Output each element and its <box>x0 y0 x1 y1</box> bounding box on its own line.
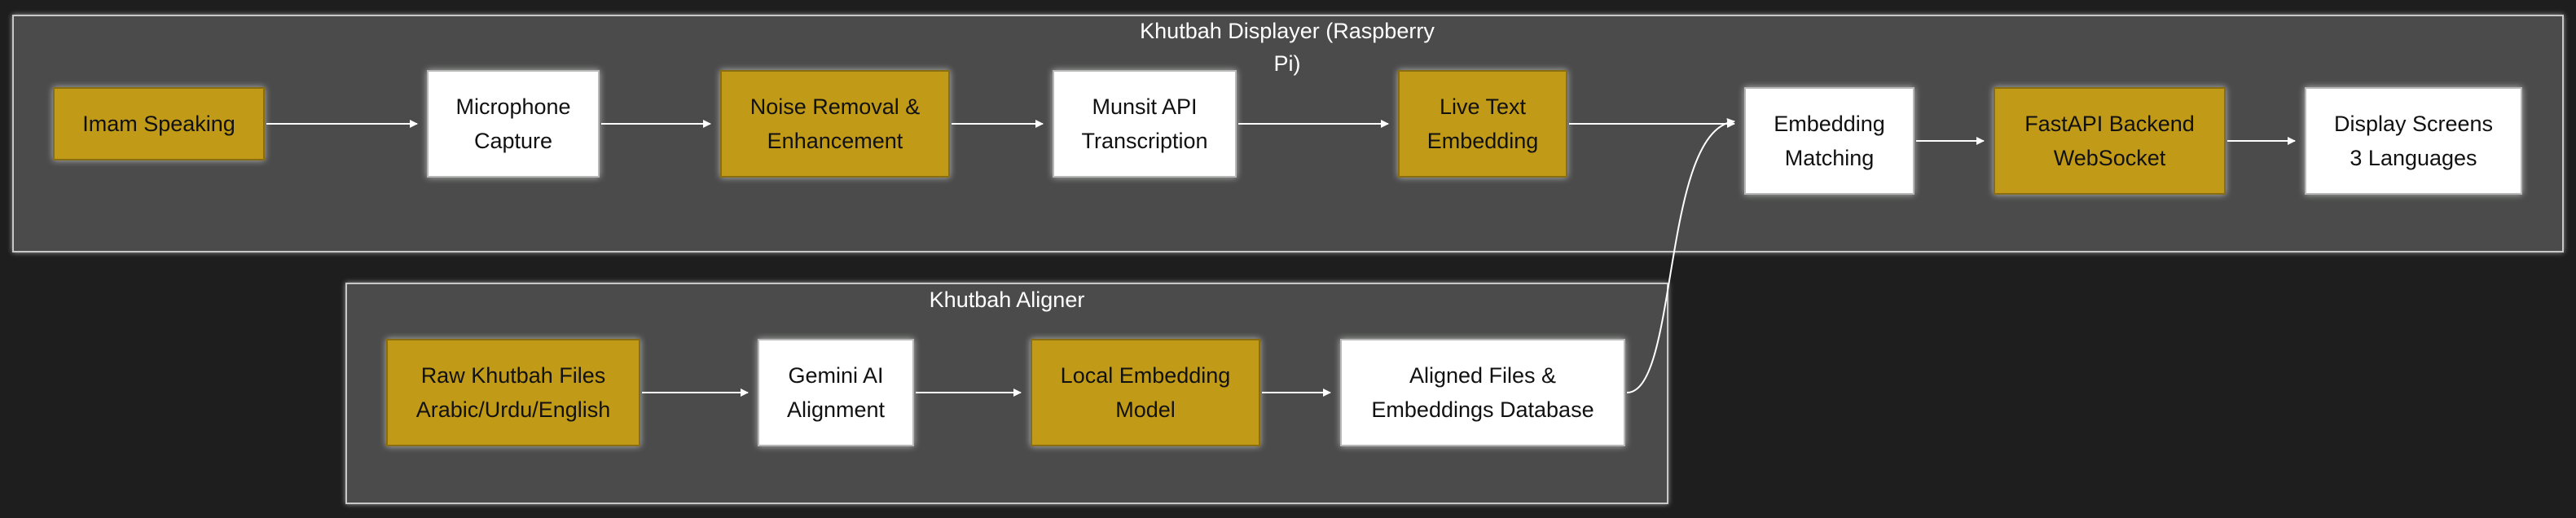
node-embedding-matching: Embedding Matching <box>1744 87 1914 195</box>
cluster-title-aligner: Khutbah Aligner <box>929 288 1085 312</box>
node-raw-khutbah-files: Raw Khutbah Files Arabic/Urdu/English <box>386 339 640 446</box>
node-imam-speaking: Imam Speaking <box>53 87 265 160</box>
node-aligned-files-db: Aligned Files & Embeddings Database <box>1340 339 1625 446</box>
edge-aligned-to-matching <box>1626 118 1735 393</box>
cluster-title-displayer: Khutbah Displayer (Raspberry Pi) <box>1140 19 1435 76</box>
node-fastapi-backend: FastAPI Backend WebSocket <box>1994 87 2226 195</box>
node-display-screens: Display Screens 3 Languages <box>2305 87 2522 195</box>
node-munsit-api: Munsit API Transcription <box>1053 70 1237 178</box>
node-noise-removal: Noise Removal & Enhancement <box>720 70 950 178</box>
node-microphone-capture: Microphone Capture <box>427 70 600 178</box>
node-gemini-ai-alignment: Gemini AI Alignment <box>758 339 914 446</box>
node-local-embedding-model: Local Embedding Model <box>1031 339 1260 446</box>
node-live-text-embedding: Live Text Embedding <box>1398 70 1567 178</box>
